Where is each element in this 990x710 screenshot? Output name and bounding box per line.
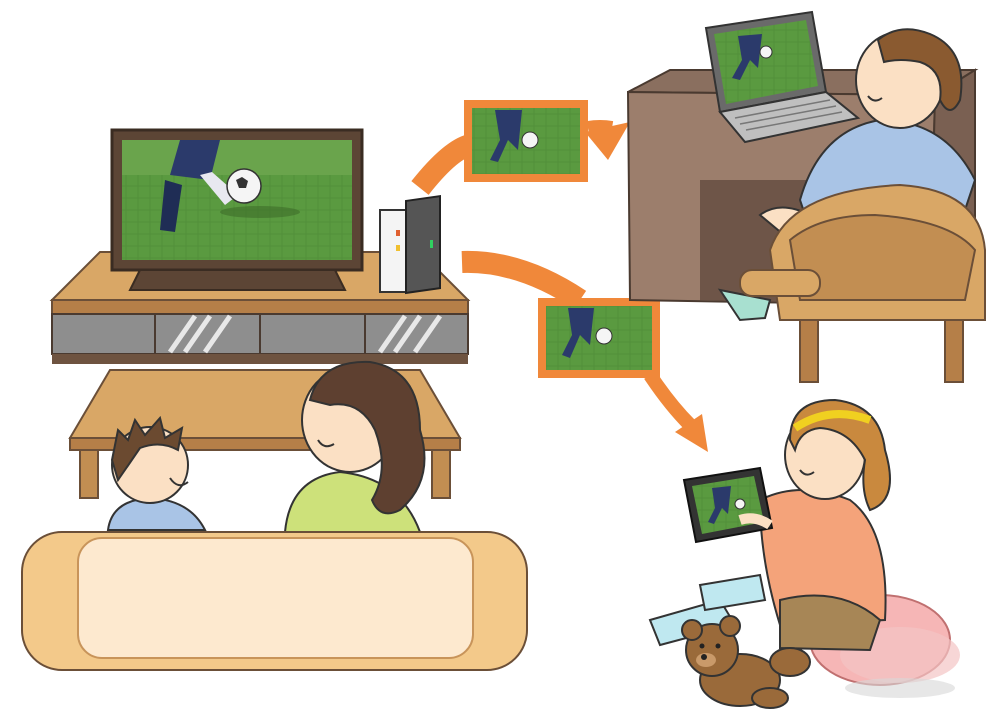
sofa <box>22 532 527 670</box>
stream-thumbnail-upper <box>464 100 588 182</box>
tablet-icon <box>684 468 772 542</box>
recorder-icon <box>380 196 440 293</box>
stream-thumbnail-lower <box>538 298 660 378</box>
tv-icon <box>112 130 362 290</box>
